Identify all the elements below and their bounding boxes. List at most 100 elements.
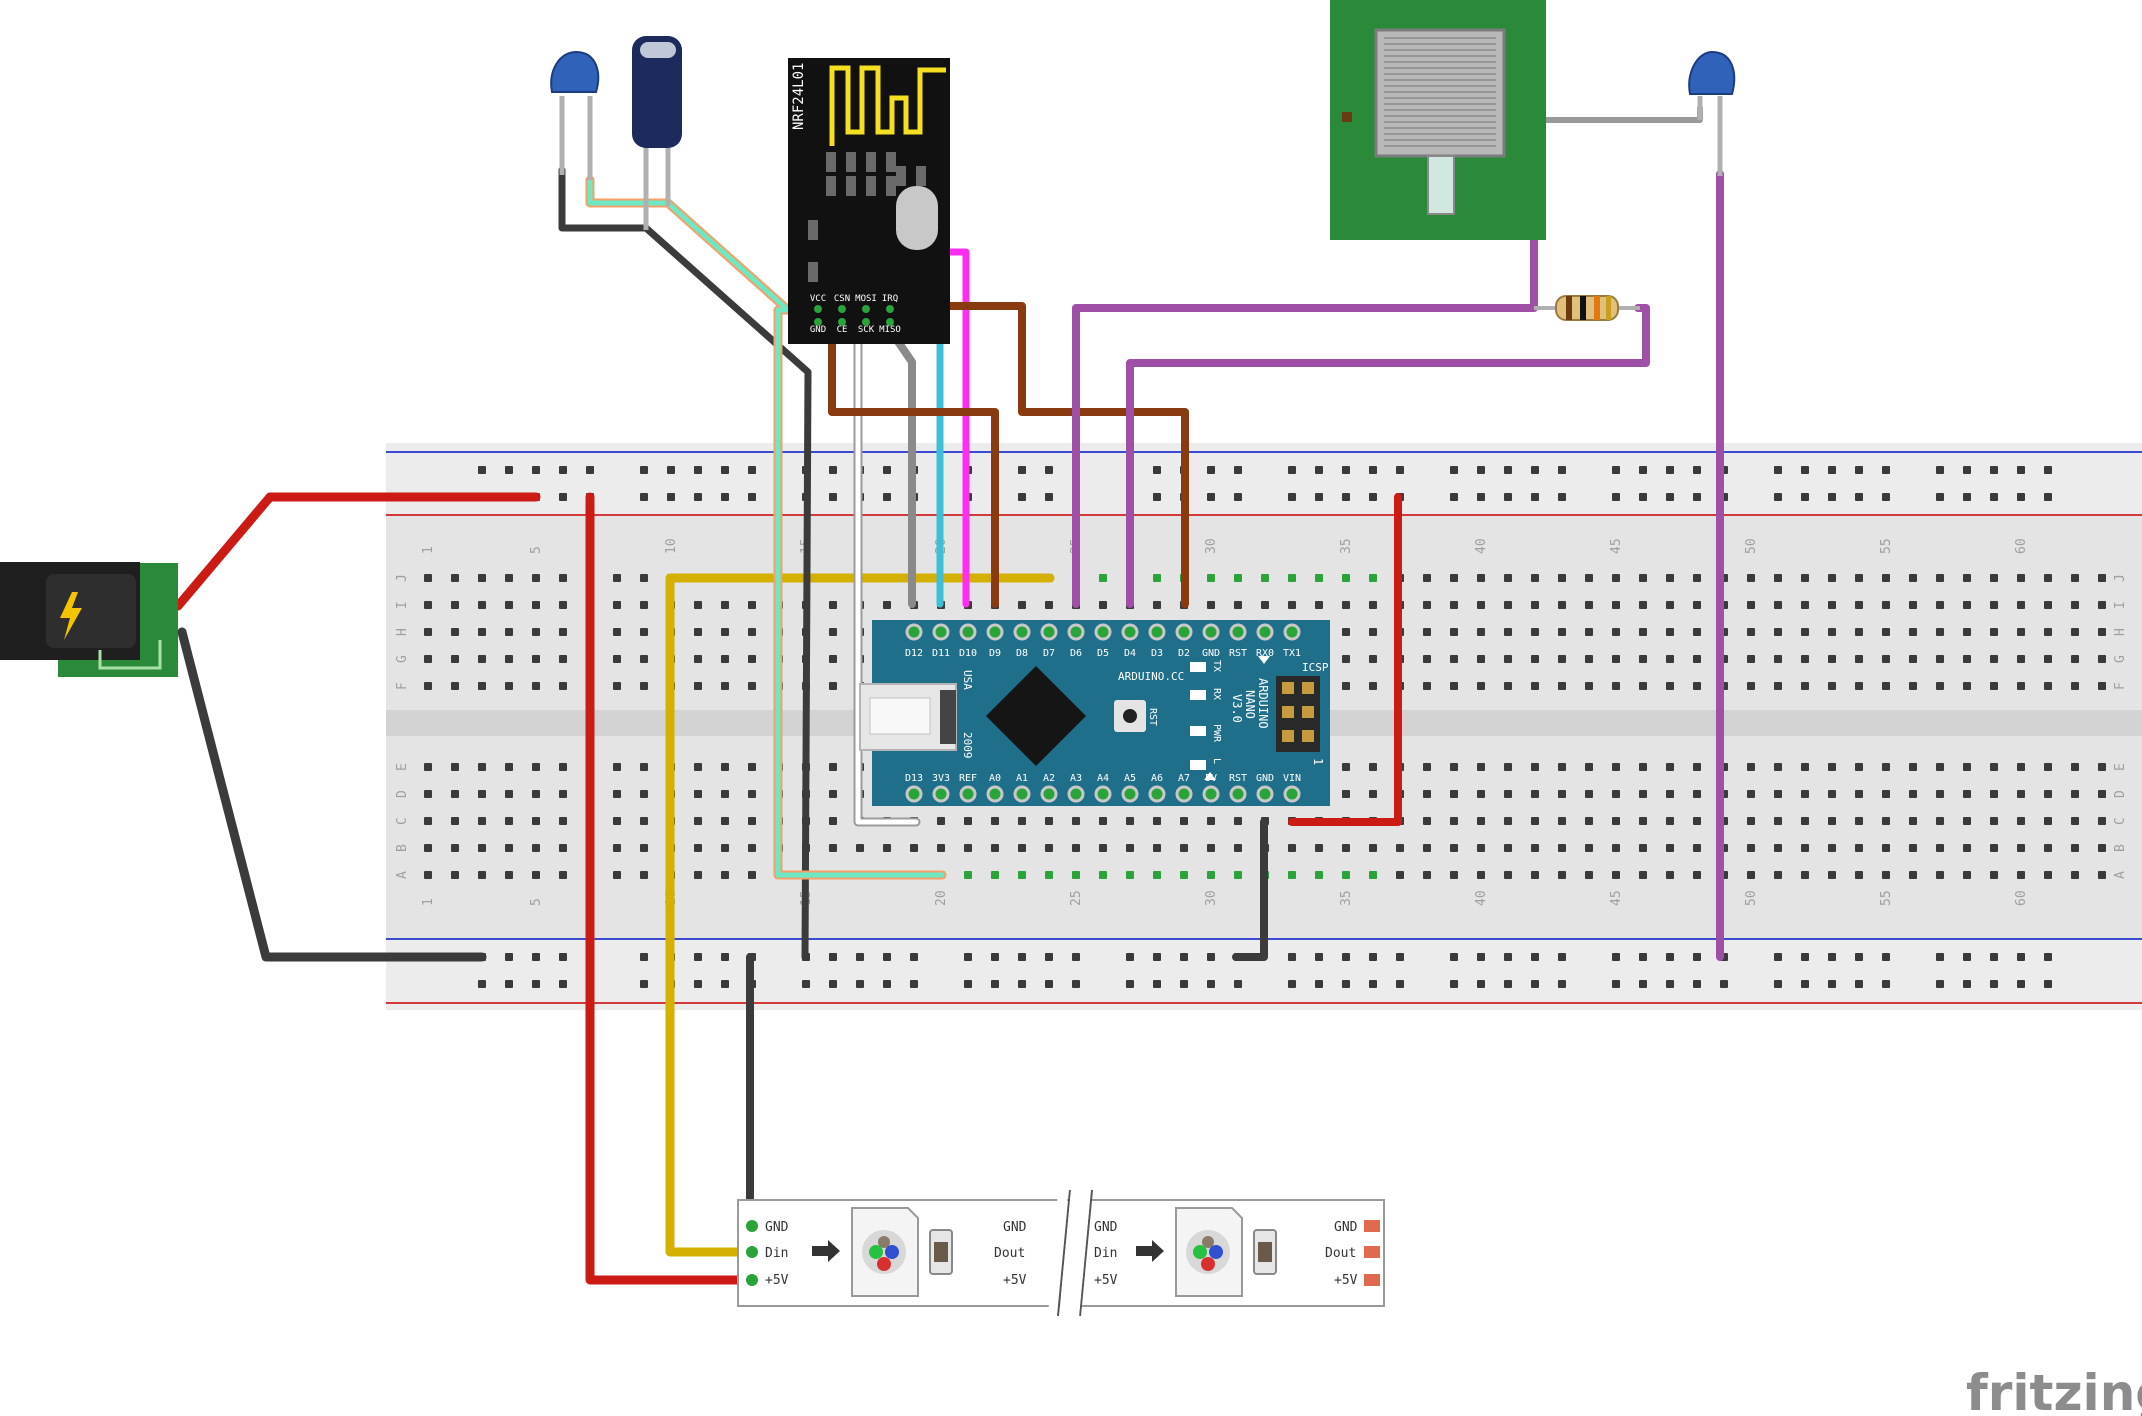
nano-pin xyxy=(1013,623,1031,641)
breadboard-hole xyxy=(1855,817,1863,825)
rail-hole xyxy=(505,980,513,988)
rail-hole xyxy=(1855,493,1863,501)
breadboard-hole xyxy=(1477,628,1485,636)
led-red xyxy=(1201,1257,1215,1271)
breadboard-hole xyxy=(532,871,540,879)
breadboard-hole xyxy=(1963,871,1971,879)
nrf-pin xyxy=(862,305,870,313)
breadboard-hole xyxy=(1828,601,1836,609)
rail-hole xyxy=(856,953,864,961)
rail-hole xyxy=(559,953,567,961)
cap-left-body xyxy=(550,50,600,93)
breadboard-column-number: 1 xyxy=(421,898,436,906)
breadboard-hole xyxy=(1693,628,1701,636)
rail-hole xyxy=(1990,953,1998,961)
nano-pin xyxy=(932,623,950,641)
breadboard-hole xyxy=(1099,817,1107,825)
nrf-pad xyxy=(808,220,818,240)
breadboard-hole xyxy=(1801,682,1809,690)
breadboard-hole xyxy=(451,574,459,582)
breadboard-hole xyxy=(424,763,432,771)
breadboard-hole xyxy=(1477,763,1485,771)
breadboard-hole xyxy=(748,601,756,609)
breadboard-hole xyxy=(1855,790,1863,798)
rail-hole xyxy=(1882,980,1890,988)
breadboard-hole xyxy=(1774,817,1782,825)
breadboard-hole xyxy=(1558,817,1566,825)
breadboard-hole xyxy=(1693,655,1701,663)
nrf-label: NRF24L01 xyxy=(791,63,807,130)
nano-pin xyxy=(1148,623,1166,641)
breadboard-hole xyxy=(1153,601,1161,609)
nrf-antenna-trace xyxy=(829,65,946,146)
breadboard-hole xyxy=(721,871,729,879)
rail-hole xyxy=(1882,466,1890,474)
wire-black-jack-to-rail xyxy=(177,627,487,962)
breadboard-hole xyxy=(1828,574,1836,582)
breadboard-hole xyxy=(1261,601,1269,609)
strip2-right-gnd: GND xyxy=(1334,1220,1358,1235)
rail-hole xyxy=(721,466,729,474)
breadboard-hole xyxy=(532,574,540,582)
breadboard-hole xyxy=(1342,574,1350,582)
rail-hole xyxy=(1315,980,1323,988)
rail-hole xyxy=(1693,980,1701,988)
breadboard-hole xyxy=(1423,844,1431,852)
breadboard-hole xyxy=(1288,871,1296,879)
nrf-pin-label: MISO xyxy=(879,325,901,335)
led-strip-parts xyxy=(746,1207,1380,1297)
breadboard-hole xyxy=(1801,763,1809,771)
rail-hole xyxy=(1612,466,1620,474)
breadboard-hole xyxy=(1666,844,1674,852)
breadboard-hole xyxy=(1936,790,1944,798)
breadboard-row-letter: D xyxy=(2113,790,2128,798)
breadboard-hole xyxy=(1666,628,1674,636)
breadboard-hole xyxy=(532,601,540,609)
breadboard-hole xyxy=(1423,628,1431,636)
breadboard-hole xyxy=(559,628,567,636)
breadboard-hole xyxy=(505,844,513,852)
rail-hole xyxy=(1072,953,1080,961)
nano-pin-label: REF xyxy=(959,773,977,784)
breadboard-hole xyxy=(1450,574,1458,582)
rail-hole xyxy=(1855,953,1863,961)
breadboard-hole xyxy=(1153,844,1161,852)
resistor-band-2 xyxy=(1580,296,1586,320)
breadboard-hole xyxy=(2071,817,2079,825)
led-strip-break-line-1 xyxy=(1057,1189,1071,1317)
breadboard-row-letter: C xyxy=(2113,817,2128,825)
nrf-component-pads xyxy=(808,152,926,282)
breadboard-hole xyxy=(532,628,540,636)
nrf-pad xyxy=(886,152,896,172)
breadboard-row-letter: J xyxy=(395,574,410,582)
nrf-pad xyxy=(866,152,876,172)
rail-hole xyxy=(694,466,702,474)
nrf-pin-label: VCC xyxy=(810,294,826,304)
breadboard-hole xyxy=(1396,844,1404,852)
breadboard-hole xyxy=(1180,871,1188,879)
rail-hole xyxy=(1207,953,1215,961)
breadboard-hole xyxy=(1936,655,1944,663)
breadboard-hole xyxy=(2044,844,2052,852)
breadboard-hole xyxy=(2098,844,2106,852)
nano-pin-label: VIN xyxy=(1283,773,1301,784)
breadboard-hole xyxy=(1423,790,1431,798)
nano-arrow-5v xyxy=(1204,772,1216,780)
breadboard-hole xyxy=(1585,628,1593,636)
breadboard-hole xyxy=(2071,628,2079,636)
breadboard-row-letter: D xyxy=(395,790,410,798)
breadboard-column-number: 30 xyxy=(1204,890,1219,906)
breadboard-hole xyxy=(424,655,432,663)
nrf-pin xyxy=(886,305,894,313)
breadboard-hole xyxy=(1639,763,1647,771)
breadboard-hole xyxy=(1234,817,1242,825)
rail-hole xyxy=(1531,980,1539,988)
breadboard-hole xyxy=(694,763,702,771)
wire-red-vin-to-rail xyxy=(1288,493,1402,826)
nano-pin-label: A6 xyxy=(1151,773,1163,784)
rail-hole xyxy=(1045,953,1053,961)
rail-hole xyxy=(991,953,999,961)
rail-hole xyxy=(1234,466,1242,474)
breadboard-hole xyxy=(1990,763,1998,771)
breadboard-hole xyxy=(694,844,702,852)
